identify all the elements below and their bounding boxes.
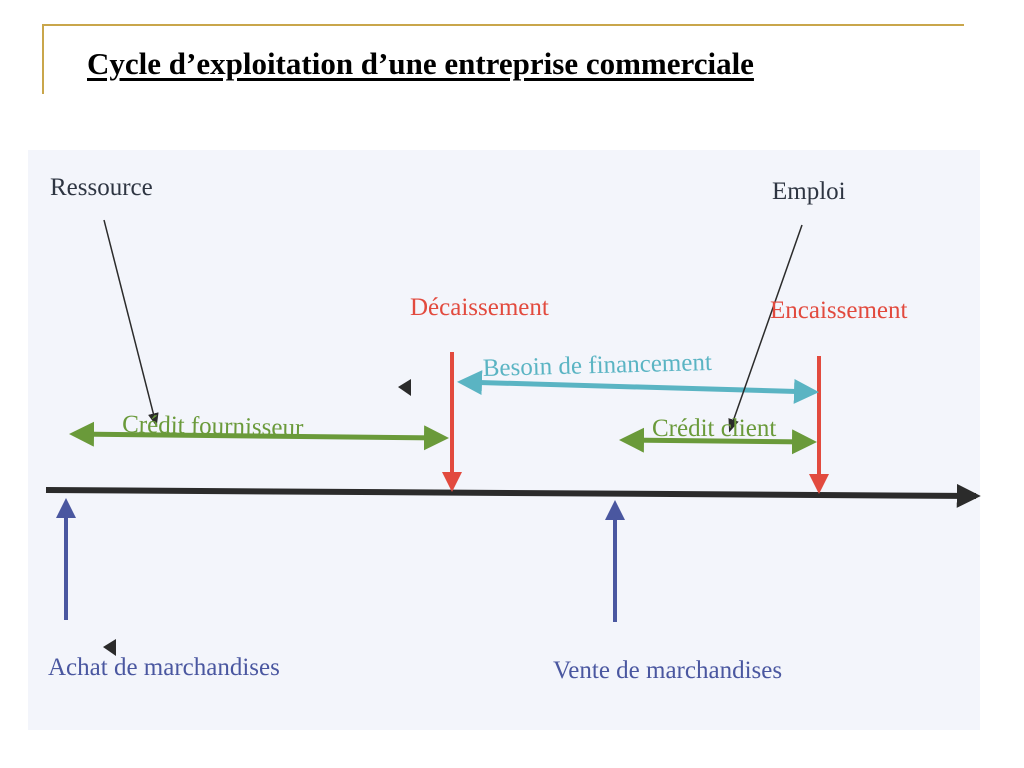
emploi-pointer xyxy=(728,224,803,433)
achat-marchandises-label: Achat de marchandises xyxy=(48,654,280,681)
page-title: Cycle d’exploitation d’une entreprise co… xyxy=(87,46,754,81)
vente-marchandises-label: Vente de marchandises xyxy=(553,657,782,684)
title-frame-left-rule xyxy=(42,24,44,94)
stray-mark-upper xyxy=(398,379,411,396)
ressource-pointer xyxy=(103,219,159,427)
stray-mark-lower xyxy=(103,639,116,656)
decaissement-label: Décaissement xyxy=(410,294,549,321)
emploi-label: Emploi xyxy=(772,178,846,205)
credit-client-arrow xyxy=(619,427,817,455)
timeline-arrow xyxy=(45,483,981,508)
credit-fournisseur-label: Crédit fournisseur xyxy=(122,411,304,442)
ressource-label: Ressource xyxy=(50,174,153,201)
besoin-financement-arrow xyxy=(457,370,819,404)
credit-client-label: Crédit client xyxy=(652,415,776,442)
title-frame-top-rule xyxy=(42,24,964,26)
encaissement-label: Encaissement xyxy=(770,297,908,324)
credit-fournisseur-arrow xyxy=(69,421,449,451)
besoin-financement-label: Besoin de financement xyxy=(482,349,712,382)
